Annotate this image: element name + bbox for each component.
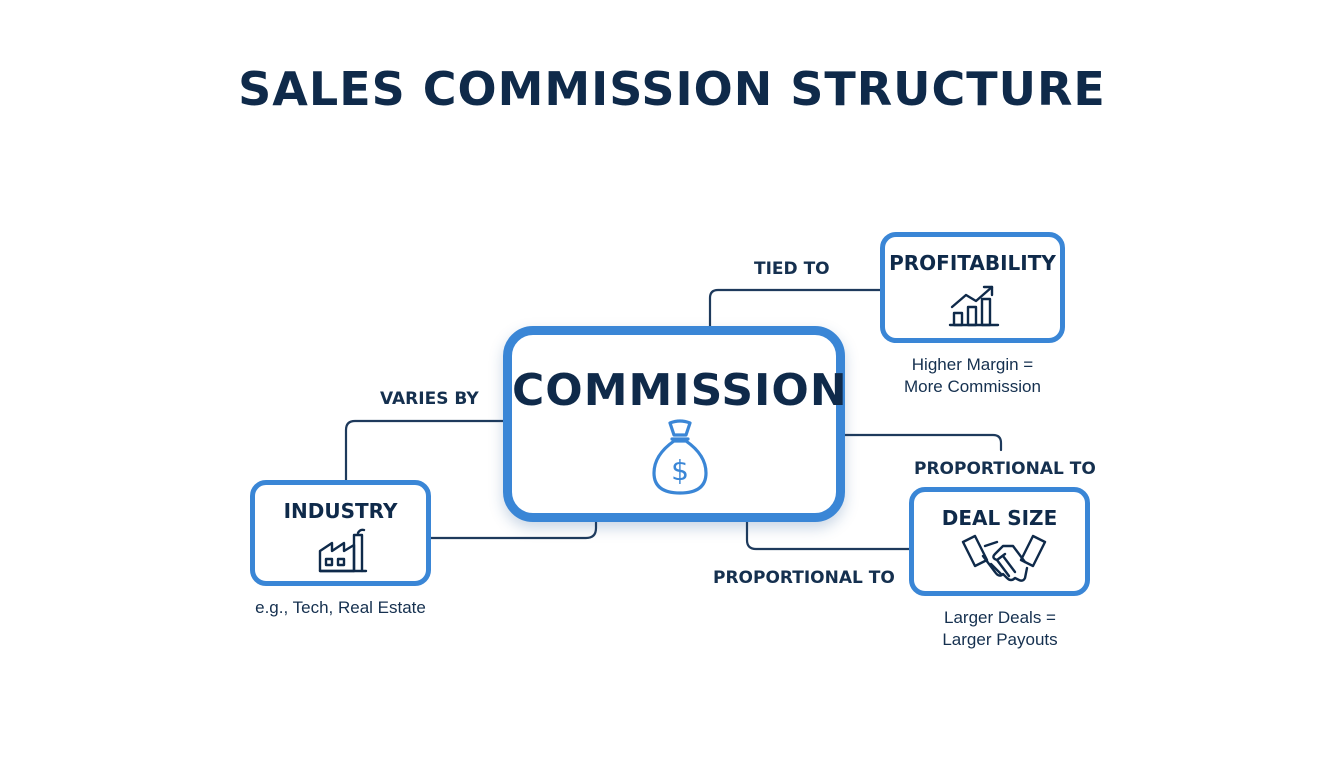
growth-chart-icon: [948, 285, 1000, 327]
diagram-title: SALES COMMISSION STRUCTURE: [238, 62, 1106, 116]
deal-size-label: DEAL SIZE: [941, 506, 1058, 530]
svg-text:$: $: [671, 454, 689, 487]
profitability-note: Higher Margin = More Commission: [880, 354, 1065, 398]
handshake-icon: [961, 534, 1047, 582]
tied-to-label: TIED TO: [754, 259, 830, 279]
varies-by-label: VARIES BY: [380, 389, 479, 409]
industry-note-line-1: e.g., Tech, Real Estate: [255, 598, 426, 617]
proportional-to-lower-label: PROPORTIONAL TO: [713, 568, 895, 588]
profitability-node: PROFITABILITY: [880, 232, 1065, 343]
factory-icon: [318, 528, 368, 573]
connector-industry-top: [344, 419, 505, 482]
profitability-label: PROFITABILITY: [889, 251, 1056, 275]
deal-size-note: Larger Deals = Larger Payouts: [900, 607, 1100, 651]
industry-label: INDUSTRY: [283, 499, 398, 523]
industry-note: e.g., Tech, Real Estate: [240, 597, 441, 619]
connector-deal-size-upper: [843, 433, 1003, 452]
connector-profitability: [708, 288, 884, 328]
connector-industry-bottom: [428, 518, 598, 540]
connector-deal-size-lower: [745, 518, 912, 551]
commission-label: COMMISSION: [512, 365, 848, 416]
profitability-note-line-2: More Commission: [904, 377, 1041, 396]
proportional-to-upper-label: PROPORTIONAL TO: [914, 459, 1096, 479]
commission-node: COMMISSION $: [503, 326, 848, 522]
deal-size-note-line-1: Larger Deals =: [944, 608, 1056, 627]
deal-size-node: DEAL SIZE: [909, 487, 1090, 596]
deal-size-note-line-2: Larger Payouts: [942, 630, 1058, 649]
money-bag-icon: $: [652, 419, 708, 495]
industry-node: INDUSTRY: [250, 480, 431, 586]
profitability-note-line-1: Higher Margin =: [911, 355, 1034, 374]
